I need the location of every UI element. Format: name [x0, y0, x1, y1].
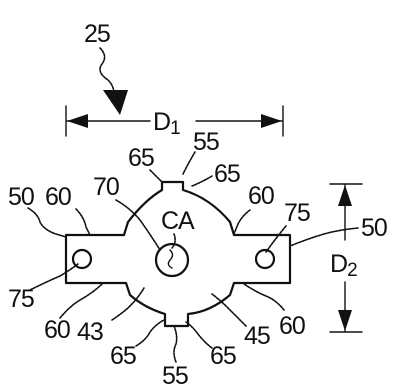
lead-60-bottom-left: [59, 283, 103, 319]
label-65-top-right: 65: [214, 160, 240, 188]
lead-65-bottom-left: [135, 319, 165, 347]
label-60-top-left: 60: [45, 183, 71, 211]
lead-60-bottom-right: [243, 283, 285, 311]
label-70: 70: [93, 173, 119, 201]
lead-65-top-right: [191, 175, 213, 187]
lead-65-top-left: [149, 169, 163, 183]
label-60-bottom-right: 60: [279, 312, 305, 340]
label-65-bottom-right: 65: [210, 342, 236, 370]
label-65-bottom-left: 65: [110, 342, 136, 370]
lead-50-left: [27, 207, 67, 238]
lead-45: [211, 293, 247, 327]
lead-43: [111, 287, 145, 321]
d1-label: D1: [153, 108, 180, 139]
label-60-bottom-left: 60: [44, 316, 70, 344]
lead-25: [99, 47, 115, 95]
label-43: 43: [77, 318, 103, 346]
d1-arrow-right: [261, 114, 282, 128]
lead-70: [115, 199, 161, 251]
lead-55-top: [182, 151, 196, 175]
lead-55-bottom: [173, 325, 178, 363]
d2-arrow-top: [338, 185, 352, 206]
center-hole-squiggle: [167, 249, 174, 269]
d2-label: D2: [330, 250, 357, 281]
label-55-bottom: 55: [162, 362, 188, 390]
lead-75-right: [265, 225, 287, 253]
lead-60-top-right: [233, 209, 251, 235]
label-50-left: 50: [8, 183, 34, 211]
label-25: 25: [84, 20, 110, 48]
d1-arrow-left: [67, 114, 88, 128]
d2-arrow-bottom: [338, 310, 352, 331]
label-75-right: 75: [284, 199, 310, 227]
lead-50-right: [289, 227, 359, 247]
label-ca: CA: [161, 207, 195, 235]
body-outline: [64, 180, 292, 328]
lead-75-left: [29, 263, 79, 291]
center-hole: [154, 242, 190, 278]
label-45: 45: [244, 322, 270, 350]
label-55-top: 55: [193, 128, 219, 156]
lead-ca: [171, 233, 176, 249]
lead-65-bottom-right: [185, 321, 213, 349]
label-50-right: 50: [361, 214, 387, 242]
lead-60-top-left: [75, 208, 91, 236]
label-65-top-left: 65: [128, 144, 154, 172]
right-hole: [254, 248, 276, 270]
arrow-25: [103, 90, 128, 115]
left-hole: [71, 248, 93, 270]
label-60-top-right: 60: [248, 182, 274, 210]
